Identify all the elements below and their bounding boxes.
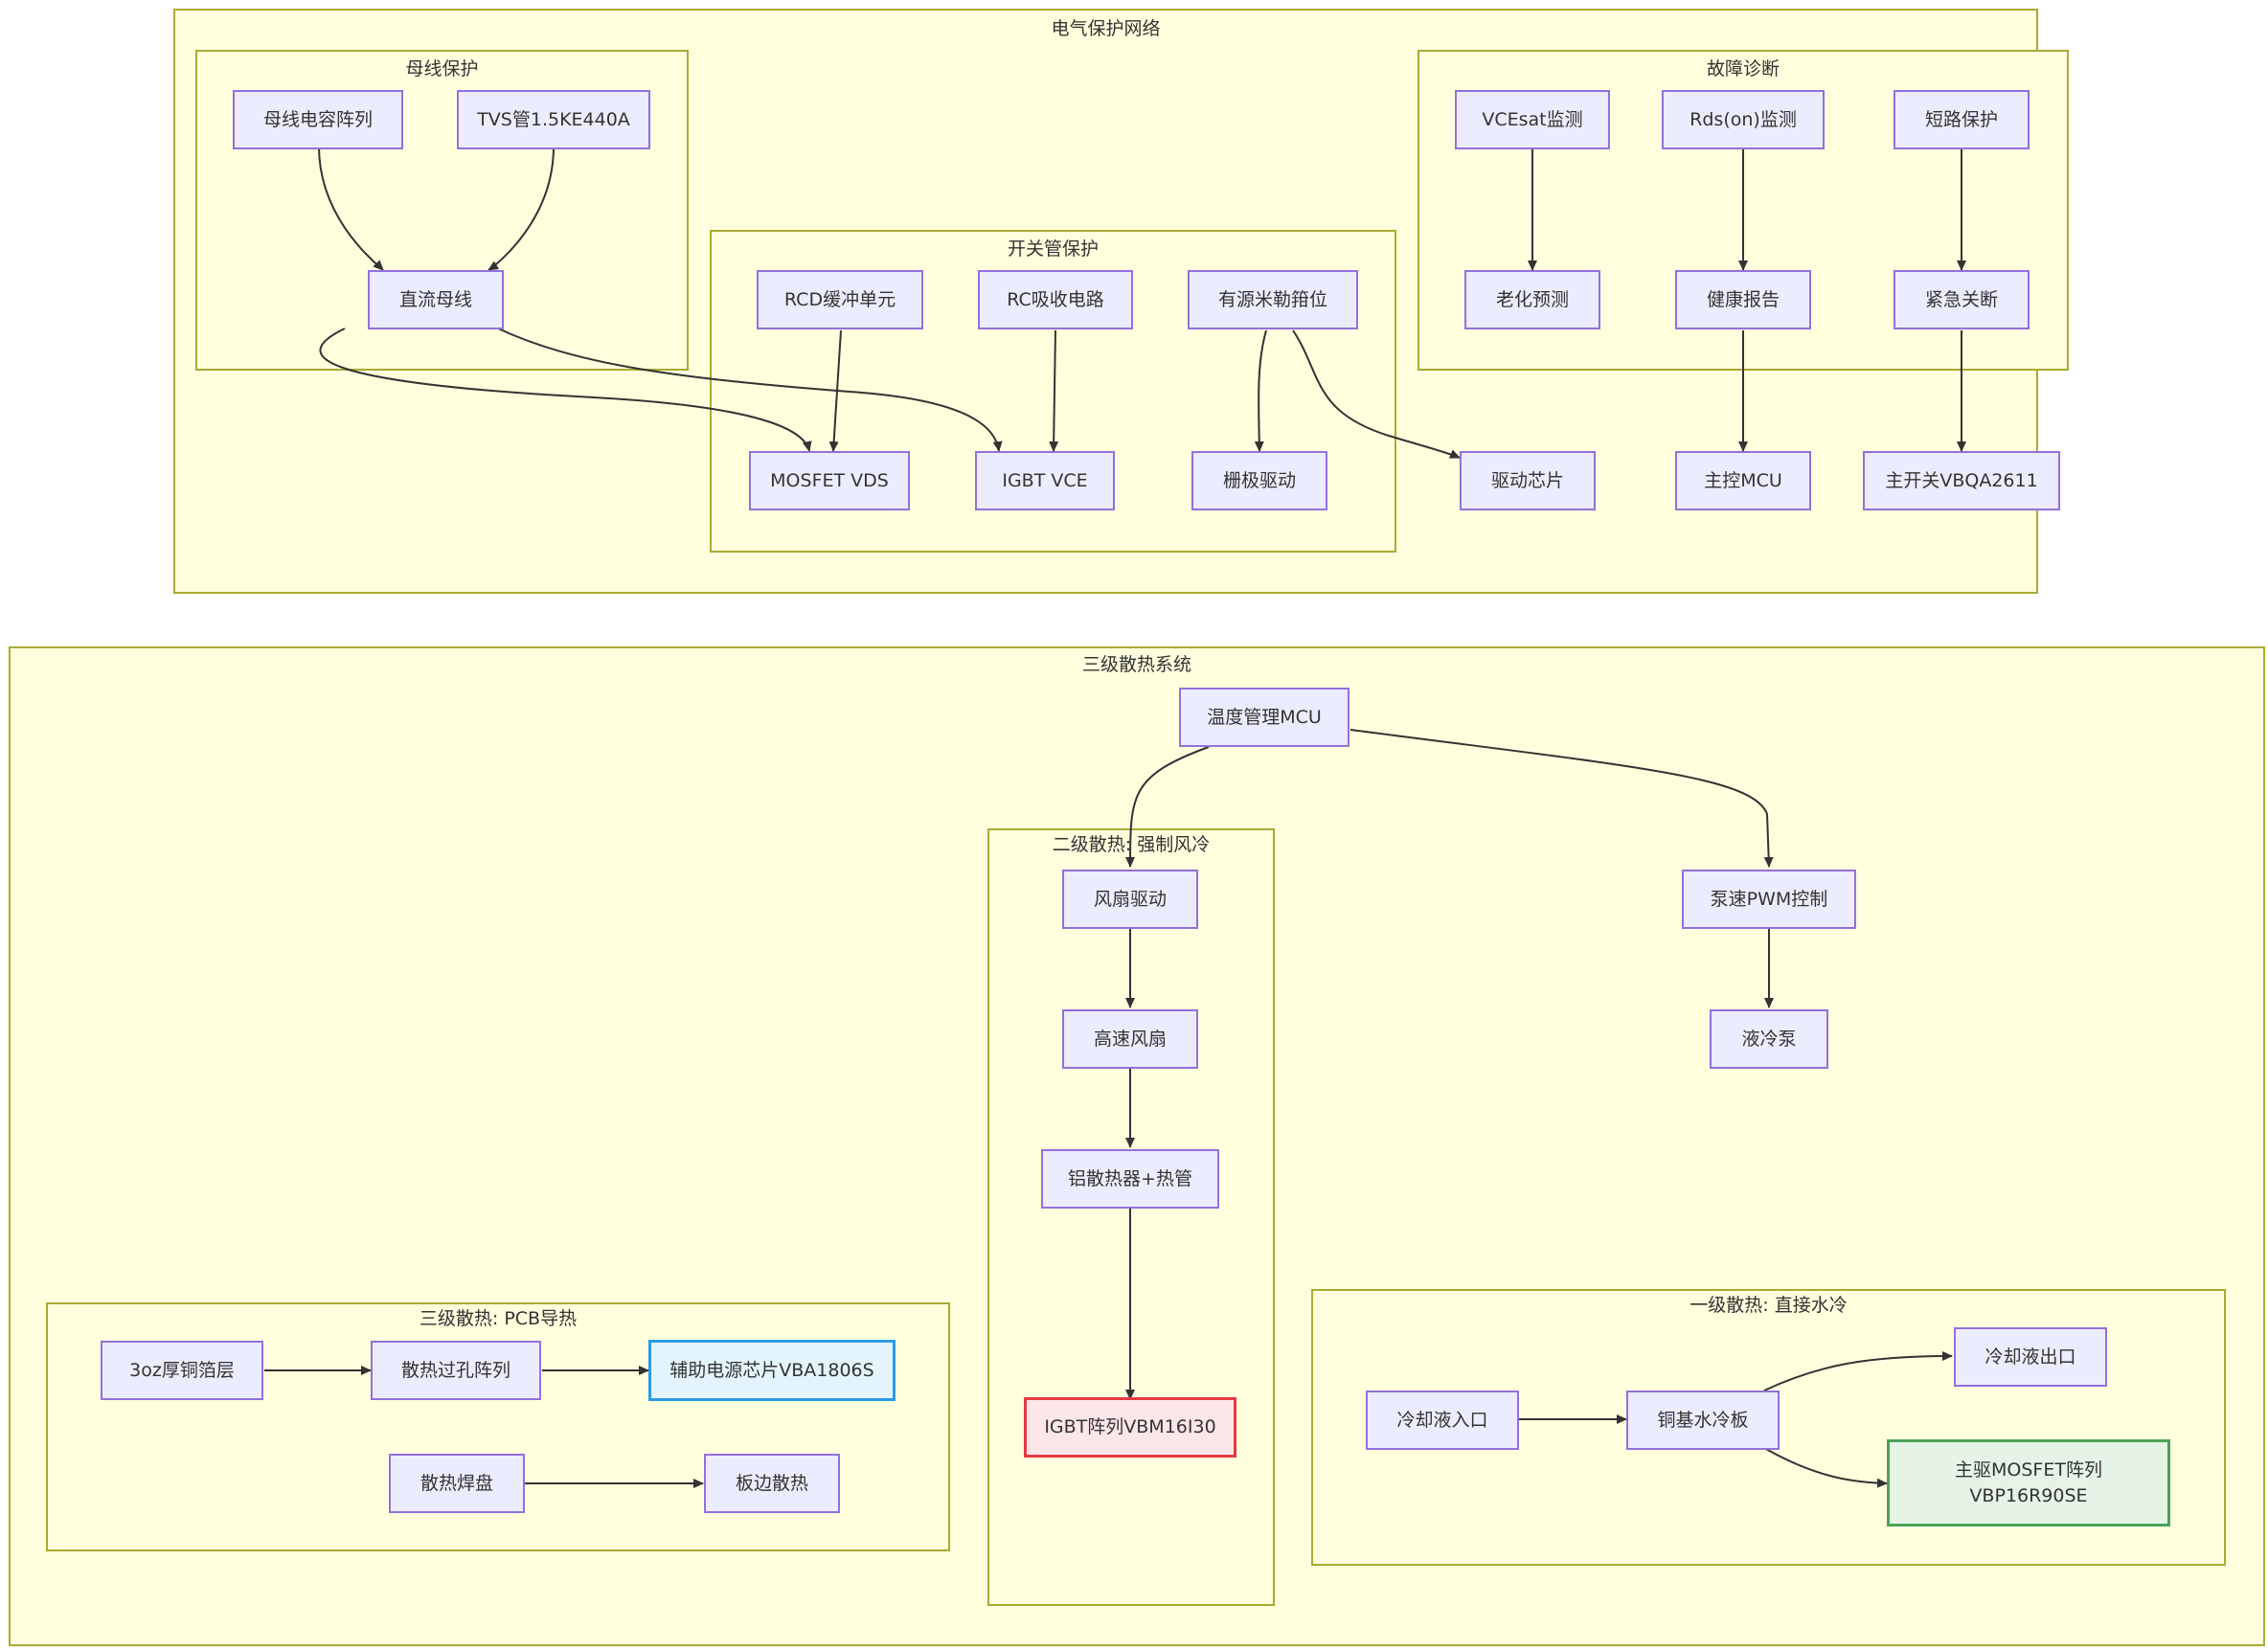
node-pump-pwm-control[interactable]: 泵速PWM控制 [1682,870,1856,929]
node-rc-absorber[interactable]: RC吸收电路 [978,270,1133,329]
node-bus-capacitor-array[interactable]: 母线电容阵列 [233,90,403,149]
node-main-mcu[interactable]: 主控MCU [1675,451,1811,510]
node-high-speed-fan[interactable]: 高速风扇 [1062,1009,1198,1069]
edge-dcbus-igbt [497,328,1003,452]
edge-coldplate-outlet [1763,1351,1953,1391]
edge-tempmcu-pump [1349,729,1774,868]
edge-rcd-mosfet [828,329,842,452]
node-health-report[interactable]: 健康报告 [1675,270,1811,329]
node-coolant-inlet[interactable]: 冷却液入口 [1366,1391,1519,1450]
edge-miller-gate [1254,329,1267,452]
node-copper-cold-plate[interactable]: 铜基水冷板 [1626,1391,1780,1450]
node-thermal-via-array[interactable]: 散热过孔阵列 [371,1341,541,1400]
edge-tvs-dcbus [488,146,555,271]
node-board-edge-cooling[interactable]: 板边散热 [704,1454,840,1513]
cluster-title: 开关管保护 [1007,238,1099,260]
cluster-title: 电气保护网络 [1051,18,1161,39]
node-igbt-array[interactable]: IGBT阵列VBM16I30 [1024,1397,1236,1458]
edge-buscap-dcbus [318,146,384,271]
node-coolant-outlet[interactable]: 冷却液出口 [1954,1327,2107,1387]
node-aux-power-chip[interactable]: 辅助电源芯片VBA1806S [648,1340,896,1401]
edge-rc-igbt [1049,329,1059,452]
cluster-title: 故障诊断 [1706,58,1780,79]
cluster-title: 一级散热: 直接水冷 [1690,1295,1848,1316]
node-temperature-mcu[interactable]: 温度管理MCU [1179,688,1349,747]
cluster-title: 三级散热系统 [1081,654,1191,675]
node-short-circuit-protection[interactable]: 短路保护 [1894,90,2030,149]
node-dc-bus[interactable]: 直流母线 [368,270,504,329]
node-igbt-vce[interactable]: IGBT VCE [975,451,1115,510]
node-driver-chip[interactable]: 驱动芯片 [1460,451,1596,510]
edge-dcbus-mosfet [319,328,812,452]
node-rcd-snubber[interactable]: RCD缓冲单元 [757,270,923,329]
node-thermal-pad[interactable]: 散热焊盘 [389,1454,525,1513]
node-aluminum-heatsink[interactable]: 铝散热器+热管 [1041,1149,1219,1209]
node-fan-drive[interactable]: 风扇驱动 [1062,870,1198,929]
node-active-miller-clamp[interactable]: 有源米勒箝位 [1188,270,1358,329]
node-emergency-shutdown[interactable]: 紧急关断 [1894,270,2030,329]
edge-tempmcu-fan [1125,746,1210,868]
cluster-title: 母线保护 [405,58,479,79]
node-main-switch[interactable]: 主开关VBQA2611 [1863,451,2060,510]
cluster-title: 三级散热: PCB导热 [419,1308,578,1329]
node-mosfet-vds[interactable]: MOSFET VDS [749,451,910,510]
node-gate-drive[interactable]: 栅极驱动 [1191,451,1327,510]
node-tvs-diode[interactable]: TVS管1.5KE440A [457,90,650,149]
node-vcesat-monitor[interactable]: VCEsat监测 [1455,90,1610,149]
node-rdson-monitor[interactable]: Rds(on)监测 [1662,90,1825,149]
node-copper-foil-layer[interactable]: 3oz厚铜箔层 [101,1341,263,1400]
edge-coldplate-mosfet [1763,1447,1888,1488]
node-main-mosfet-array[interactable]: 主驱MOSFET阵列 VBP16R90SE [1887,1439,2170,1527]
node-liquid-pump[interactable]: 液冷泵 [1710,1009,1828,1069]
node-aging-prediction[interactable]: 老化预测 [1464,270,1600,329]
edge-miller-driver [1292,329,1461,459]
